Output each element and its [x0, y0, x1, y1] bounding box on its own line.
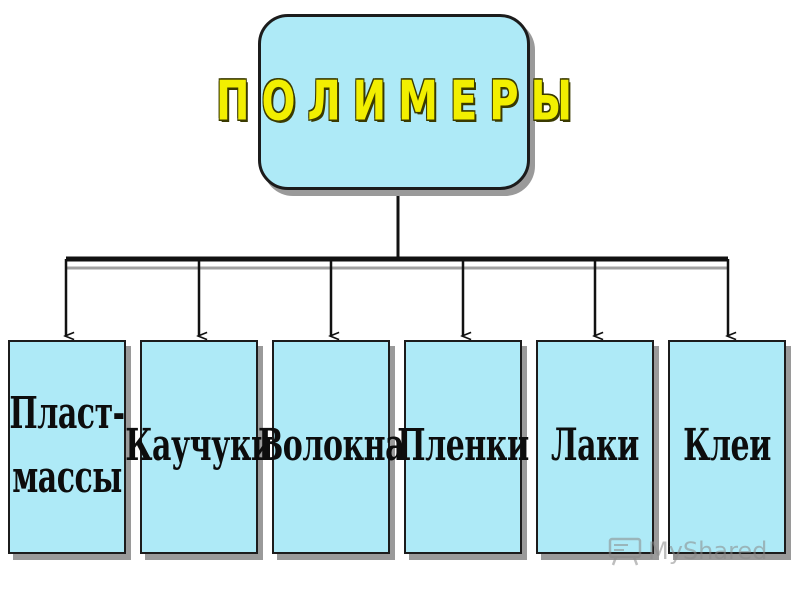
presentation-board-icon — [608, 537, 642, 566]
child-label: Каучуки — [125, 420, 273, 472]
root-title: ПОЛИМЕРЫ — [215, 70, 585, 134]
child-node-rubbers: Каучуки — [125, 340, 273, 554]
child-label: Пласт- массы — [9, 389, 125, 504]
child-node-plastics: Пласт- массы — [8, 340, 126, 554]
root-node-polymers: ПОЛИМЕРЫ — [216, 14, 572, 190]
child-label: Пленки — [397, 420, 529, 472]
child-label: Клеи — [683, 420, 771, 472]
child-node-lacquers: Лаки — [536, 340, 654, 554]
child-node-fibers: Волокна — [258, 340, 405, 554]
child-label: Лаки — [551, 420, 639, 472]
watermark: MyShared — [608, 536, 767, 566]
child-node-films: Пленки — [397, 340, 529, 554]
child-label: Волокна — [257, 420, 405, 472]
child-node-glues: Клеи — [668, 340, 786, 554]
watermark-text: MyShared — [648, 537, 768, 565]
